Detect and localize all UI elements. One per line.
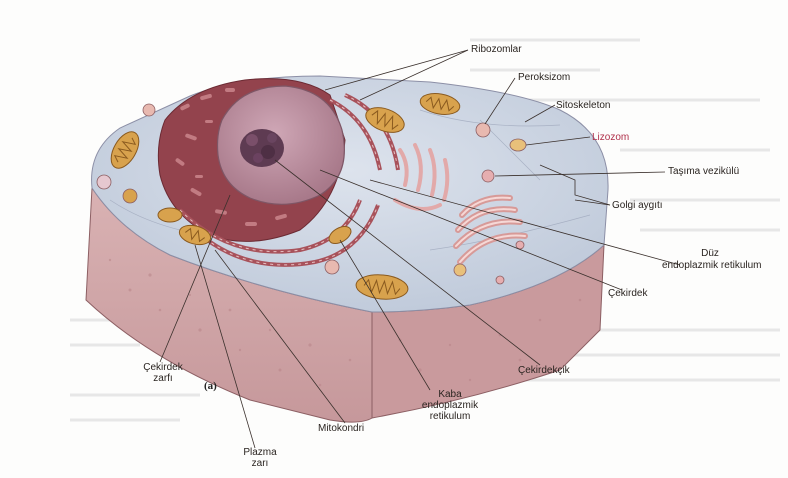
label-kaba-er-line1: Kaba: [420, 389, 480, 400]
label-kaba-er-line3: retikulum: [420, 411, 480, 422]
label-peroksizom: Peroksizom: [518, 72, 570, 83]
label-plazma-line1: Plazma: [240, 447, 280, 458]
label-golgi: Golgi aygıtı: [612, 200, 663, 211]
label-tasima-vezikulu: Taşıma vezikülü: [668, 166, 739, 177]
label-lizozom: Lizozom: [592, 132, 629, 143]
label-ribozomlar: Ribozomlar: [471, 44, 522, 55]
label-sitoskeleton: Sitoskeleton: [556, 100, 610, 111]
label-plazma-line2: zarı: [240, 458, 280, 469]
label-cekirdek-zarfi-line1: Çekirdek: [140, 362, 186, 373]
label-duz-er-line1: Düz: [690, 248, 730, 259]
label-cekirdek-zarfi-line2: zarfı: [140, 373, 186, 384]
label-cekirdek: Çekirdek: [608, 288, 647, 299]
nucleolus: [240, 129, 284, 167]
label-kaba-er-line2: endoplazmik: [420, 400, 480, 411]
label-cekirdekcik: Çekirdekçik: [518, 365, 570, 376]
label-mitokondri: Mitokondri: [318, 423, 364, 434]
label-duz-er-line2: endoplazmik retikulum: [662, 260, 762, 271]
panel-letter: (a): [204, 380, 217, 392]
